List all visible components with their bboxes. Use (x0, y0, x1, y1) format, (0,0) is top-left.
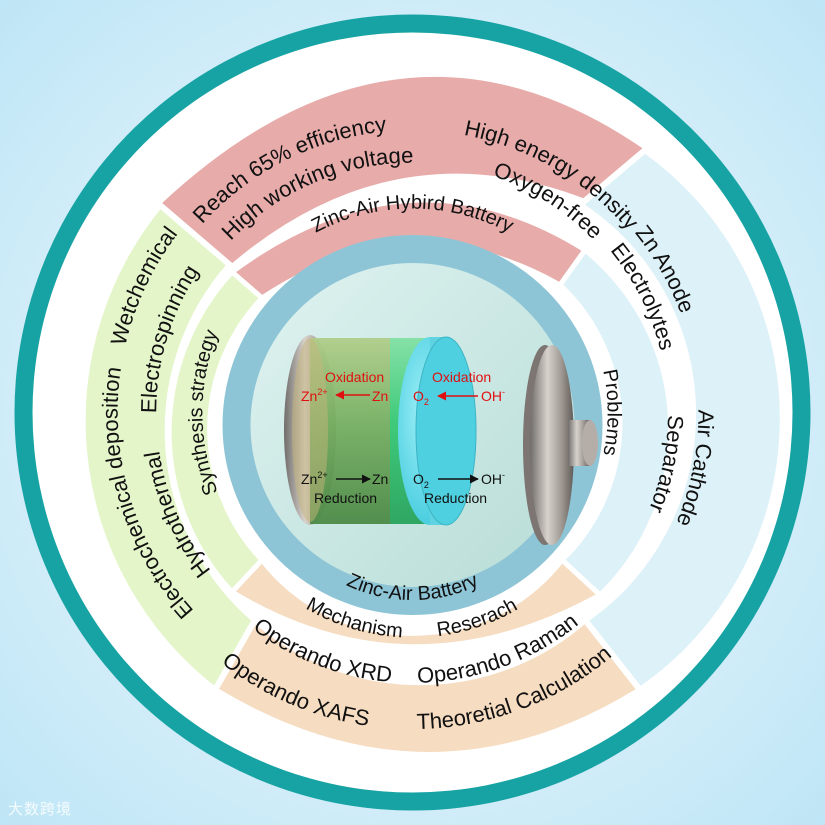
cathode-ox-right-charge: - (502, 387, 505, 397)
cathode-ox-right: OH (481, 388, 502, 404)
anode-ox-left-charge: 2+ (317, 387, 327, 397)
cathode-ox-left: O (413, 388, 424, 404)
anode-oxidation: Oxidation Zn2+ Zn (301, 369, 388, 404)
anode-red-right: Zn (372, 471, 388, 487)
svg-text:OH-: OH- (481, 470, 505, 487)
cathode-plate (530, 345, 574, 545)
watermark-text: 大数跨境 (8, 800, 73, 818)
cathode-red-right: OH (481, 471, 502, 487)
red-outer-band (160, 76, 645, 265)
anode-red-left: Zn (301, 471, 317, 487)
svg-text:Zn2+: Zn2+ (301, 470, 328, 487)
cathode-oxidation-label: Oxidation (432, 369, 491, 385)
cathode-red-left: O (413, 471, 424, 487)
anode-red-left-charge: 2+ (317, 470, 327, 480)
tan-outer-band (210, 615, 645, 758)
svg-text:O2: O2 (413, 388, 429, 407)
cathode-reduction: O2 OH- Reduction (413, 470, 505, 506)
cathode-oxidation: Oxidation O2 OH- (413, 369, 505, 407)
anode-reduction-label: Reduction (314, 490, 377, 506)
anode-oxidation-label: Oxidation (325, 369, 384, 385)
anode-reduction: Zn2+ Zn Reduction (301, 470, 388, 506)
anode-ox-left: Zn (301, 388, 317, 404)
cathode-red-right-charge: - (502, 470, 505, 480)
cathode-ox-left-sub: 2 (424, 397, 429, 407)
cathode-red-left-sub: 2 (424, 480, 429, 490)
battery-illustration (284, 335, 598, 545)
svg-text:Zn2+: Zn2+ (301, 387, 328, 404)
tan-inner-band (228, 556, 605, 650)
svg-text:OH-: OH- (481, 387, 505, 404)
cathode-reduction-label: Reduction (424, 490, 487, 506)
svg-text:O2: O2 (413, 471, 429, 490)
anode-ox-right: Zn (372, 388, 388, 404)
